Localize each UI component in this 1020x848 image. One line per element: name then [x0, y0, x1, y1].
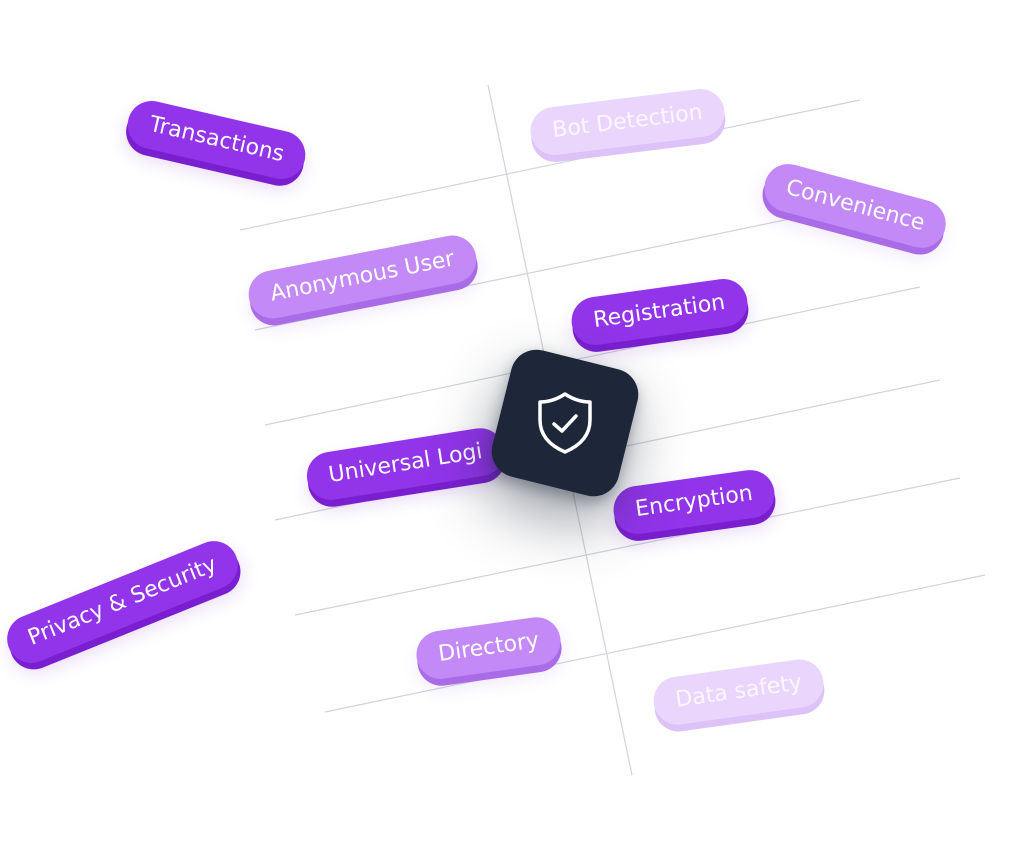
tag-label: Encryption [633, 480, 755, 523]
tag-label: Data safety [673, 670, 804, 713]
shield-check-icon [538, 392, 592, 454]
tag-label: Bot Detection [550, 99, 704, 144]
grid-line-5 [294, 477, 961, 616]
grid-line-1 [239, 99, 861, 231]
shield-card[interactable] [486, 344, 644, 502]
tag-label: Registration [591, 289, 727, 334]
grid-line-3 [264, 286, 921, 426]
grid-line-2 [254, 194, 906, 331]
grid-line-6 [324, 574, 986, 713]
tag-label: Directory [436, 628, 541, 667]
